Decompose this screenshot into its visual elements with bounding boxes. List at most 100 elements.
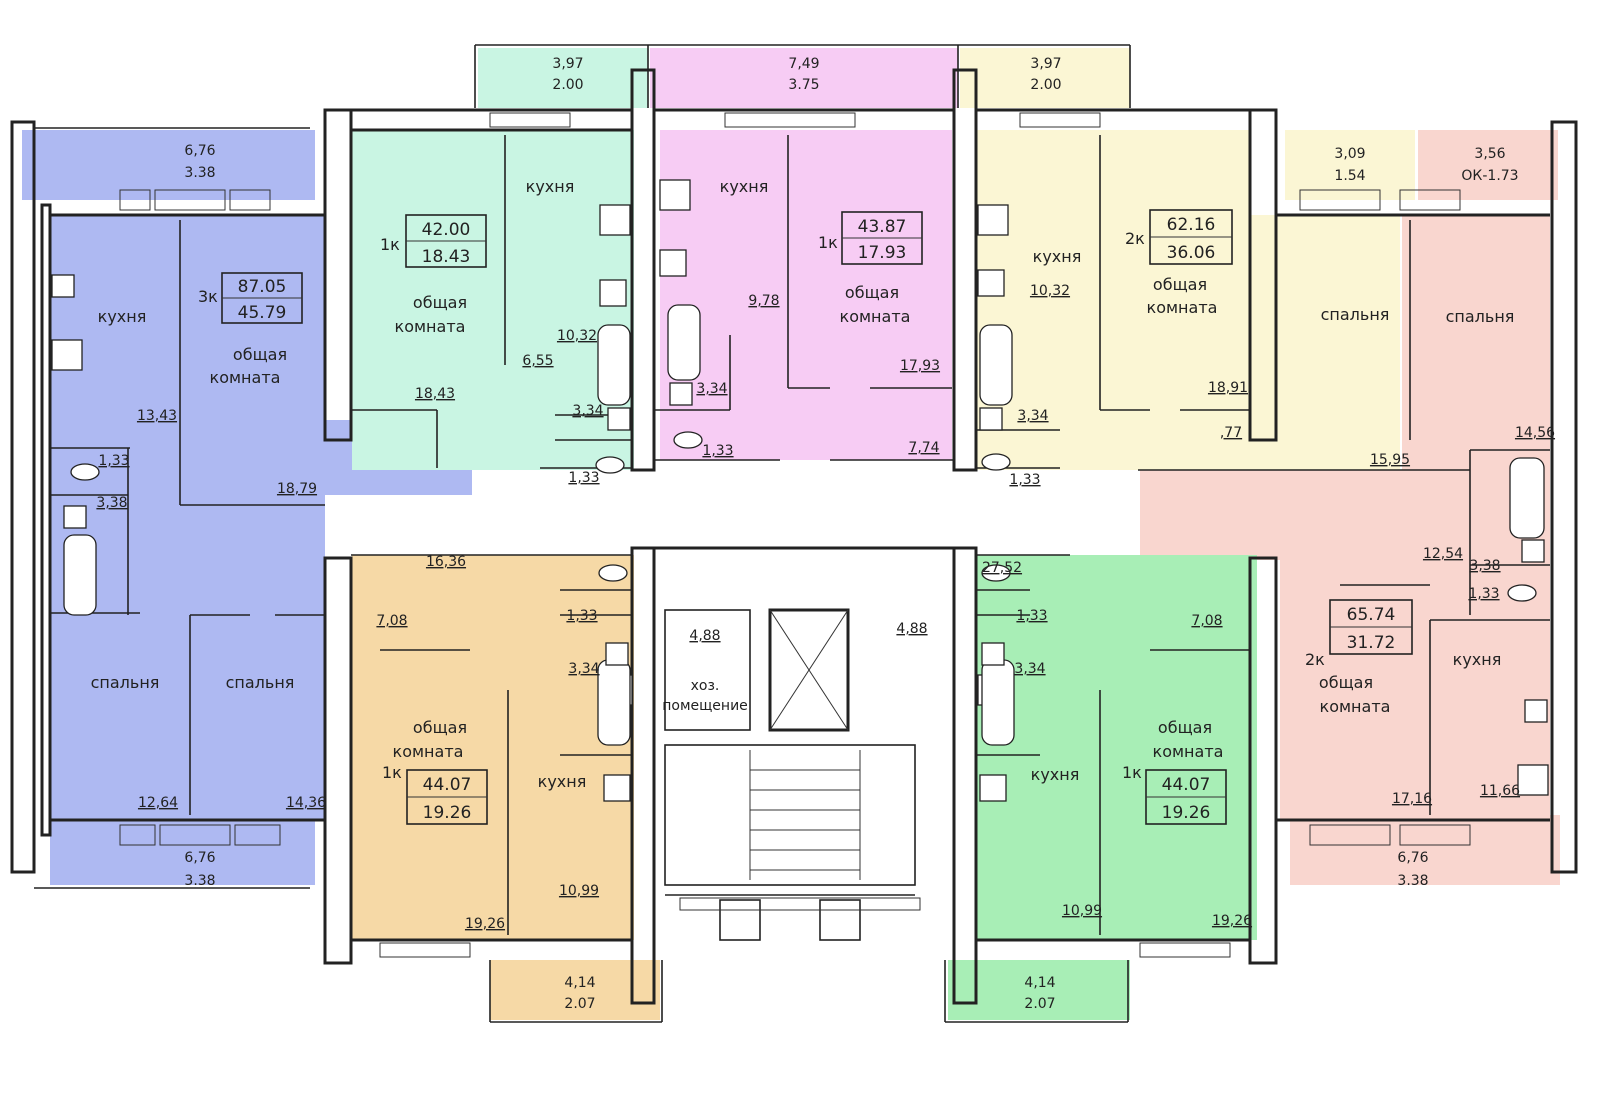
area-common: 18,79 (277, 481, 317, 497)
room-count: 1к (1122, 763, 1142, 782)
toilet-icon (1507, 584, 1537, 602)
area-bath: 3,38 (96, 495, 127, 511)
apartment-2k-top-right-fill (975, 130, 1250, 470)
apartment-3k-left-labels: 6,76 3.38 кухня 3к 87.05 45.79 общая ком… (91, 143, 467, 889)
apartment-1k-top-center[interactable] (650, 48, 958, 460)
apartment-2k-right[interactable] (1140, 130, 1560, 885)
washer-icon (63, 505, 87, 529)
room-label-common-1: общая (845, 283, 899, 302)
total-area: 44.07 (1162, 775, 1211, 795)
sink-icon (1524, 699, 1548, 723)
balcony-2k-right-top-fill (1418, 130, 1558, 200)
balcony-1k-top-center-fill (650, 48, 958, 108)
balcony-2k-top-right-b-fill (1285, 130, 1415, 200)
total-area: 44.07 (423, 775, 472, 795)
area-bedroom: 14,56 (1515, 425, 1555, 441)
sink-icon (659, 249, 687, 277)
washer-icon (669, 382, 693, 406)
area-wc: 1,33 (1009, 472, 1040, 488)
sink-icon (979, 774, 1007, 802)
corridor-area: 27,52 (982, 560, 1022, 576)
stove-icon (659, 179, 691, 211)
room-label-common-2: комната (1320, 697, 1391, 716)
apartment-2k-right-labels: 3,56 ОК-1.73 спальня 14,56 12,54 3,38 1,… (1305, 146, 1555, 889)
balcony-2k-top-right-a-fill (960, 48, 1130, 108)
balcony-bottom-area: 6,76 (1397, 850, 1428, 866)
area-hall: 7,08 (376, 613, 407, 629)
area-bedroom: 15,95 (1370, 452, 1410, 468)
room-label-common-1: общая (1319, 673, 1373, 692)
apartment-2k-right-fill (1140, 215, 1550, 820)
apartment-1k-bottom-right-labels: 1,33 7,08 3,34 общая комната кухня 1к 44… (1014, 608, 1252, 1012)
room-label-kitchen: кухня (98, 307, 147, 326)
room-label-common-1: общая (1158, 718, 1212, 737)
room-label-kitchen: кухня (1031, 765, 1080, 784)
area-common: 19,26 (1212, 913, 1252, 929)
room-label-bedroom: спальня (1321, 305, 1390, 324)
living-area: 36.06 (1167, 243, 1216, 263)
room-label-common-1: общая (1153, 275, 1207, 294)
toilet-icon (595, 456, 625, 474)
area-wc: 1,33 (98, 453, 129, 469)
room-count: 1к (382, 763, 402, 782)
area-hall: 7,74 (908, 440, 939, 456)
area-common: 18,91 (1208, 380, 1248, 396)
room-label-common-2: комната (393, 742, 464, 761)
sink-icon (603, 774, 631, 802)
area-bath: 3,34 (696, 381, 727, 397)
area-kitchen: 10,99 (1062, 903, 1102, 919)
room-label-common-1: общая (413, 718, 467, 737)
room-label-kitchen: кухня (1453, 650, 1502, 669)
room-label-bedroom-a: спальня (91, 673, 160, 692)
common-area-labels: 27,52 4,88 хоз. помещение 4,88 (662, 560, 1022, 714)
bathtub-icon (63, 534, 97, 616)
room-label-kitchen: кухня (526, 177, 575, 196)
toilet-icon (598, 564, 628, 582)
balcony-top-area: 3,56 (1474, 146, 1505, 162)
sink-icon (51, 274, 75, 298)
living-area: 19.26 (1162, 803, 1211, 823)
stove-icon (977, 204, 1009, 236)
balcony-living: 2.07 (1024, 996, 1055, 1012)
apartment-1k-bottom-right[interactable] (948, 555, 1257, 1020)
balcony-area: 4,14 (564, 975, 595, 991)
apartment-2k-top-right-labels: 3,97 2.00 3,09 1.54 кухня 2к 62.16 36.06… (1009, 56, 1410, 488)
apartment-1k-top-left[interactable] (352, 48, 648, 470)
area-bath: 3,38 (1469, 558, 1500, 574)
room-label-common-2: комната (1153, 742, 1224, 761)
living-area: 31.72 (1347, 633, 1396, 653)
area-hall: 12,54 (1423, 546, 1463, 562)
apartment-2k-top-right[interactable] (960, 48, 1415, 470)
area-bath: 3,34 (1014, 661, 1045, 677)
room-label-bedroom: спальня (1446, 307, 1515, 326)
bathtub-icon (597, 324, 631, 406)
sink-icon (977, 269, 1005, 297)
toilet-icon (981, 564, 1011, 582)
room-count: 2к (1125, 229, 1145, 248)
balcony-area: 7,49 (788, 56, 819, 72)
balcony-2k-right-bottom-fill (1290, 815, 1560, 885)
balcony-living: 2.07 (564, 996, 595, 1012)
balcony-living: 2.00 (552, 77, 583, 93)
area-wc: 1,33 (1468, 586, 1499, 602)
balcony-3k-top-living: 3.38 (184, 165, 215, 181)
bathtub-icon (597, 659, 631, 746)
area-bath: 3,34 (1017, 408, 1048, 424)
bathtub-icon (1509, 457, 1545, 539)
area-hall: 7,08 (1191, 613, 1222, 629)
room-label-common-2: комната (395, 317, 466, 336)
washer-icon (979, 407, 1003, 431)
apartment-1k-bottom-left[interactable] (352, 555, 660, 1020)
lift-hall-area: 4,88 (896, 621, 927, 637)
apartment-2k-top-right-fill-b (1250, 215, 1400, 470)
washer-icon (605, 642, 629, 666)
room-count: 3к (198, 287, 218, 306)
balcony-b-area: 3,09 (1334, 146, 1365, 162)
room-count: 1к (380, 235, 400, 254)
area-common: 17,16 (1392, 791, 1432, 807)
balcony-bottom-living: 3.38 (1397, 873, 1428, 889)
balcony-area: 4,14 (1024, 975, 1055, 991)
toilet-icon (70, 463, 100, 481)
balcony-area: 3,97 (552, 56, 583, 72)
room-label-common-2: комната (1147, 298, 1218, 317)
